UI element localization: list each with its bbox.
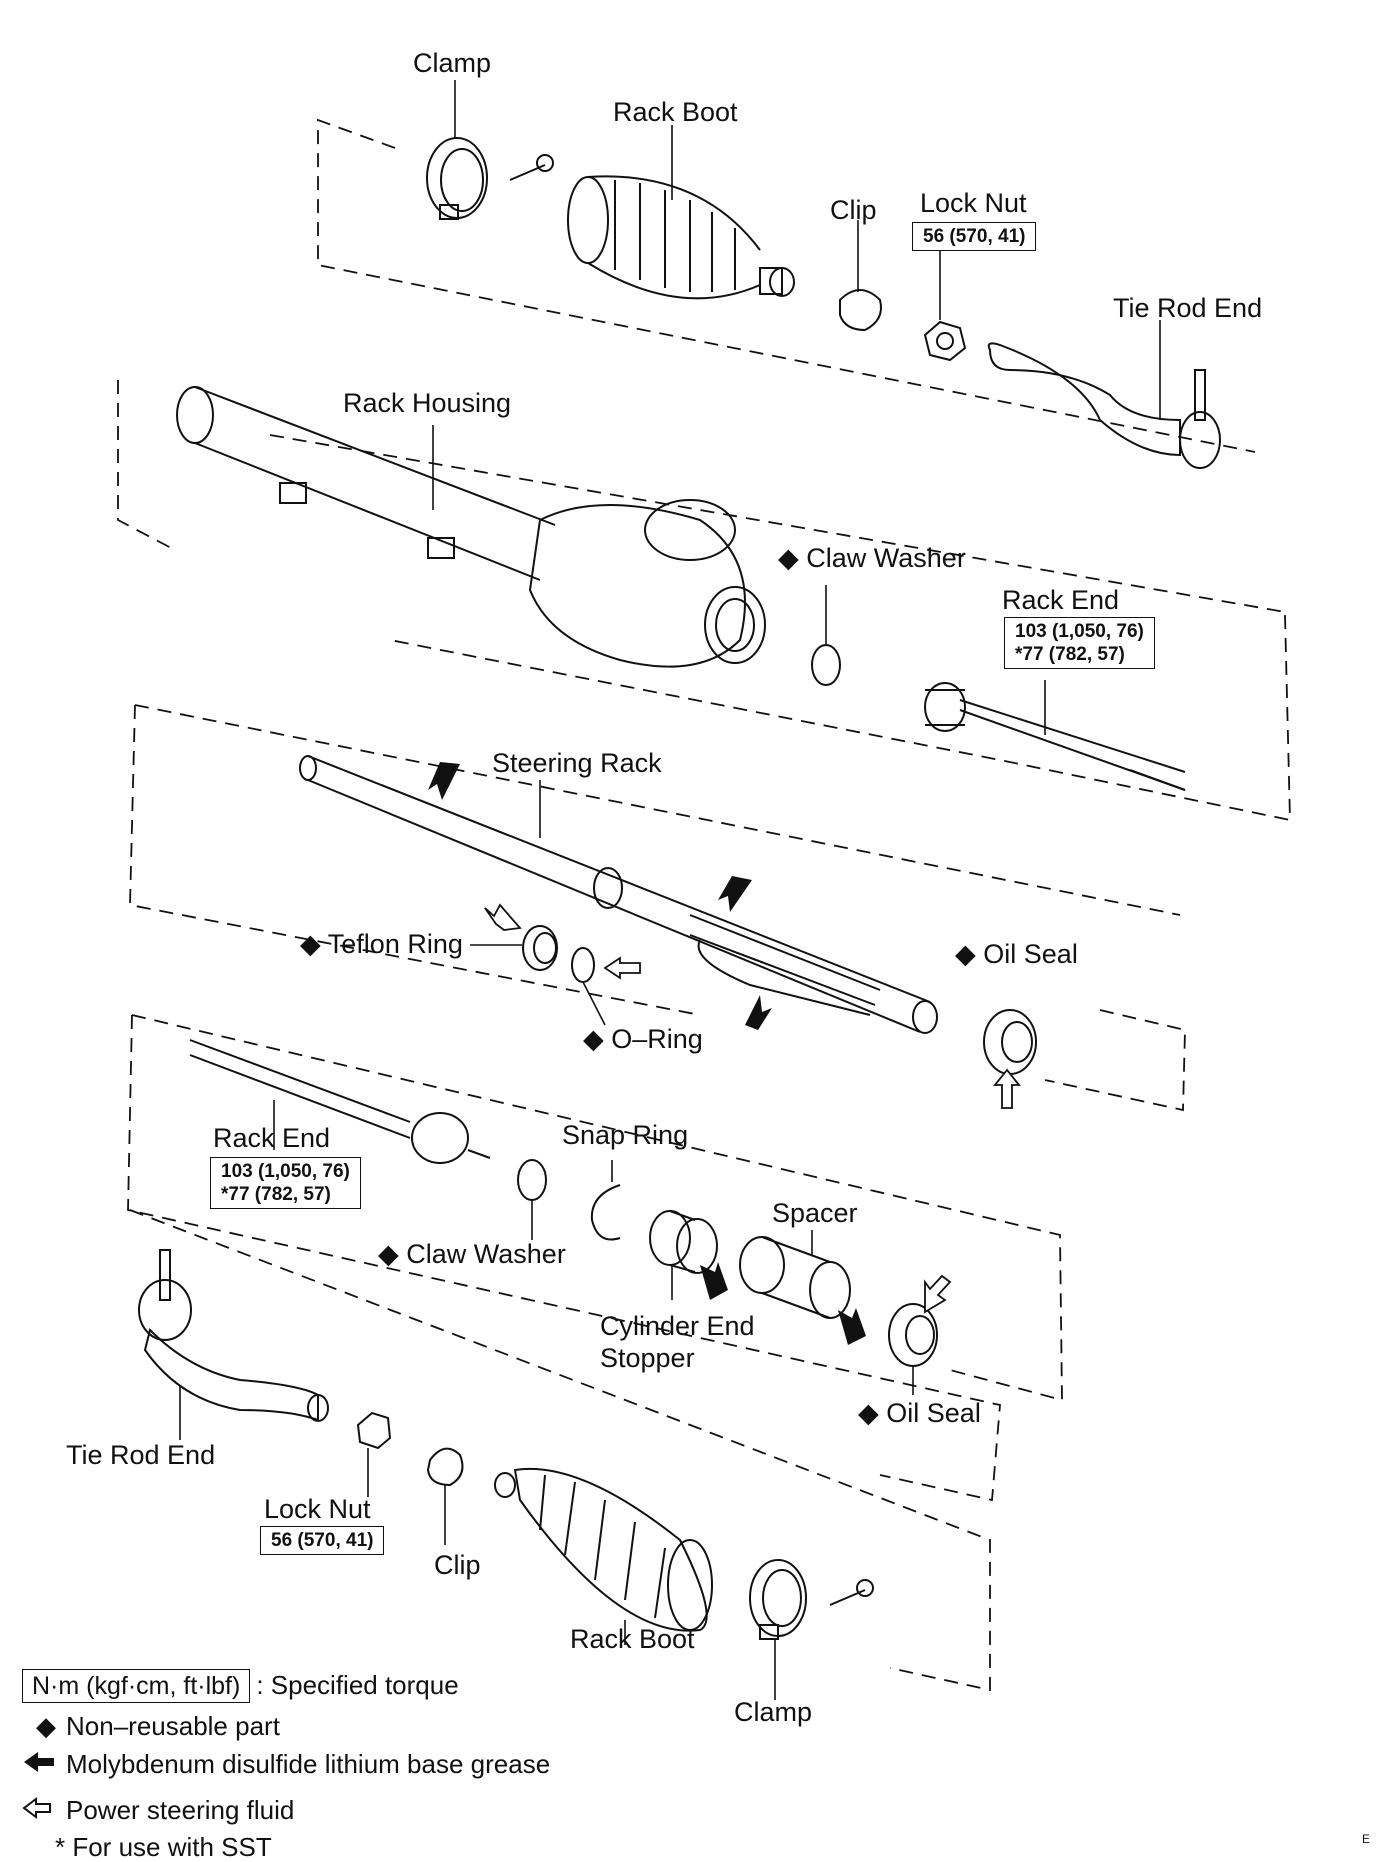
steering-rack-part (299, 755, 938, 1034)
label-claw-washer-bottom: ◆ Claw Washer (378, 1239, 566, 1269)
legend-fluid: Power steering fluid (22, 1795, 294, 1825)
torque-lock-nut-bottom: 56 (570, 41) (260, 1526, 385, 1555)
corner-mark: E (1362, 1832, 1371, 1846)
torque-lock-nut-top: 56 (570, 41) (912, 222, 1037, 251)
teflon-ring-part (470, 925, 558, 971)
clamp-top-part (426, 137, 488, 220)
fluid-arrow-icon (484, 903, 522, 931)
label-lock-nut-bottom: Lock Nut (264, 1494, 371, 1524)
tie-rod-end-top-part (987, 320, 1221, 469)
label-rack-boot-top: Rack Boot (613, 97, 738, 127)
label-rack-end-bottom: Rack End (213, 1123, 331, 1153)
legend-sst: * For use with SST (55, 1832, 272, 1862)
oil-seal-bottom-part (888, 1303, 938, 1395)
grease-arrow-icon (745, 995, 772, 1030)
label-claw-washer-top: ◆ Claw Washer (778, 543, 966, 573)
torque-rack-end-bottom: 103 (1,050, 76)*77 (782, 57) (210, 1157, 361, 1209)
label-clip-top: Clip (830, 195, 877, 225)
label-spacer: Spacer (772, 1198, 858, 1228)
grease-arrow-icon (428, 762, 460, 800)
legend-torque: N·m (kgf·cm, ft·lbf): Specified torque (22, 1669, 459, 1703)
label-tie-rod-end-bottom: Tie Rod End (66, 1440, 216, 1470)
tie-rod-end-bottom-part (138, 1249, 329, 1440)
oil-seal-top-part (983, 1009, 1037, 1075)
label-rack-housing: Rack Housing (343, 388, 512, 418)
label-rack-end-top: Rack End (1002, 585, 1120, 615)
label-rack-boot-bottom: Rack Boot (570, 1624, 695, 1654)
label-teflon-ring: ◆ Teflon Ring (300, 929, 463, 959)
claw-washer-bottom-part (517, 1159, 547, 1240)
lock-nut-bottom-part (356, 1411, 392, 1497)
label-lock-nut-top: Lock Nut (920, 188, 1027, 218)
lock-nut-top-part (923, 248, 967, 362)
snap-ring-part (590, 1160, 621, 1241)
legend-torque-text: : Specified torque (256, 1670, 459, 1700)
label-oil-seal-top: ◆ Oil Seal (955, 939, 1078, 969)
clip-top-part (839, 220, 882, 332)
legend-torque-box: N·m (kgf·cm, ft·lbf) (22, 1669, 251, 1703)
rack-boot-bottom-part (494, 1467, 713, 1645)
claw-washer-top-part (811, 585, 841, 686)
fluid-arrow-icon (924, 1274, 952, 1314)
spacer-part (739, 1230, 851, 1319)
label-clamp-top: Clamp (413, 48, 492, 78)
rack-housing-part (176, 386, 766, 668)
label-clip-bottom: Clip (434, 1550, 481, 1580)
diamond-icon: ◆ (36, 1711, 56, 1741)
rack-end-top-part (924, 680, 1186, 791)
assembly-outlines (117, 118, 1291, 1692)
label-steering-rack: Steering Rack (492, 748, 662, 778)
o-ring-part (571, 947, 606, 1026)
grease-arrow-icon (838, 1308, 866, 1345)
grease-arrow-icons (428, 762, 866, 1345)
leader-lines (454, 80, 673, 200)
rack-boot-top-part (567, 175, 795, 300)
clamp-top-screw (509, 154, 554, 181)
grease-arrow-icon (718, 876, 752, 912)
fluid-arrow-icons (484, 903, 1021, 1314)
label-tie-rod-end-top: Tie Rod End (1113, 293, 1263, 323)
label-o-ring: ◆ O–Ring (583, 1024, 703, 1054)
label-snap-ring: Snap Ring (562, 1120, 689, 1150)
torque-rack-end-top: 103 (1,050, 76)*77 (782, 57) (1004, 617, 1155, 669)
outline-arrow-icon (22, 1795, 66, 1825)
filled-arrow-icon (22, 1749, 66, 1779)
grease-arrow-icon (700, 1262, 728, 1300)
cylinder-end-stopper-part (649, 1210, 718, 1300)
legend-grease: Molybdenum disulfide lithium base grease (22, 1749, 550, 1779)
legend-non-reusable: ◆Non–reusable part (36, 1711, 280, 1741)
clamp-bottom-part (749, 1559, 807, 1700)
label-clamp-bottom: Clamp (734, 1697, 813, 1727)
fluid-arrow-icon (603, 956, 641, 980)
label-oil-seal-bottom: ◆ Oil Seal (858, 1398, 981, 1428)
rack-end-bottom-part (189, 1039, 491, 1164)
clamp-bottom-screw (829, 1579, 874, 1606)
clip-bottom-part (426, 1447, 464, 1545)
fluid-arrow-icon (993, 1068, 1021, 1109)
